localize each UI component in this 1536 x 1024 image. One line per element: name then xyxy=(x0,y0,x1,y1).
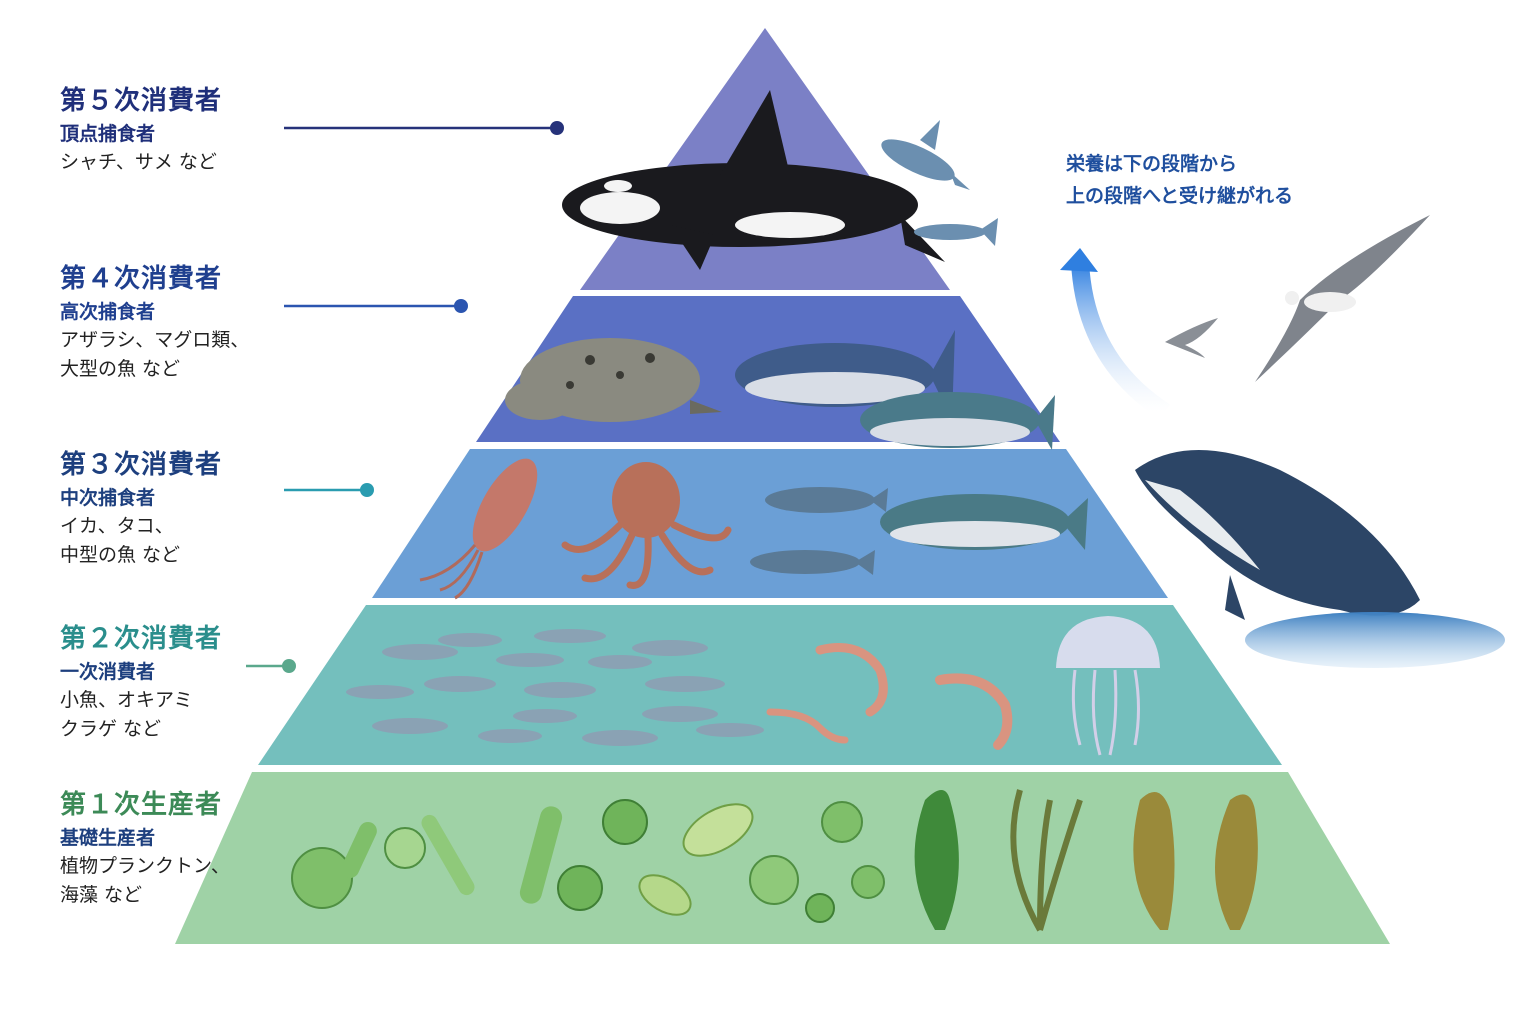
small-fish-icon xyxy=(642,706,718,722)
phytoplankton-icon xyxy=(602,799,648,845)
small-fish-icon xyxy=(478,729,542,743)
small-fish-icon xyxy=(534,629,606,643)
small-fish-icon xyxy=(372,718,448,734)
level-2-examples: 小魚、オキアミ クラゲ など xyxy=(60,689,193,740)
krill-icon xyxy=(935,673,1013,750)
level-3-title: 第３次消費者 xyxy=(60,450,223,480)
small-fish-school xyxy=(346,629,764,746)
phytoplankton-icon xyxy=(421,814,475,896)
seabird-icon xyxy=(1255,215,1430,382)
small-fish-icon xyxy=(588,655,652,669)
phytoplankton-icon xyxy=(519,806,563,904)
level-4-examples: アザラシ、マグロ類、 大型の魚 など xyxy=(60,329,250,380)
phytoplankton-icon xyxy=(384,827,426,869)
mackerel-icon xyxy=(750,550,875,575)
krill-icon xyxy=(766,708,849,744)
tuna-icon xyxy=(860,392,1055,450)
tier-2 xyxy=(258,605,1282,765)
phytoplankton-icon xyxy=(749,855,799,905)
level-4-role: 高次捕食者 xyxy=(60,301,156,323)
small-fish-icon xyxy=(513,709,577,723)
shark-icon xyxy=(914,218,998,246)
squid-icon xyxy=(419,458,538,600)
level-2-title: 第２次消費者 xyxy=(60,624,223,654)
small-fish-icon xyxy=(696,723,764,737)
seaweed-icon xyxy=(914,790,959,930)
arrow-up-icon xyxy=(1060,248,1170,420)
level-5-label: 第５次消費者 頂点捕食者 シャチ、サメ など xyxy=(60,84,222,177)
seaweed-icon xyxy=(1010,789,1083,932)
nutrient-flow-note: 栄養は下の段階から 上の段階へと受け継がれる xyxy=(1066,153,1294,207)
mackerel-icon xyxy=(880,494,1088,550)
small-fish-icon xyxy=(496,653,564,667)
level-4-title: 第４次消費者 xyxy=(60,264,223,294)
phytoplankton-icon xyxy=(291,847,353,909)
level-3-role: 中次捕食者 xyxy=(60,487,156,509)
level-3-examples: イカ、タコ、 中型の魚 など xyxy=(60,515,181,566)
phytoplankton-icon xyxy=(851,865,885,899)
level-3-label: 第３次消費者 中次捕食者 イカ、タコ、 中型の魚 など xyxy=(60,448,222,570)
small-fish-icon xyxy=(346,685,414,699)
seal-icon xyxy=(505,338,722,422)
octopus-icon xyxy=(561,462,732,589)
small-fish-icon xyxy=(524,682,596,698)
small-fish-icon xyxy=(632,640,708,656)
humpback-whale-icon xyxy=(1135,450,1420,620)
tuna-icon xyxy=(735,330,955,420)
small-fish-icon xyxy=(424,676,496,692)
level-5-examples: シャチ、サメ など xyxy=(60,151,217,173)
level-2-label: 第２次消費者 一次消費者 小魚、オキアミ クラゲ など xyxy=(60,622,222,744)
small-fish-icon xyxy=(382,644,458,660)
phytoplankton-cluster xyxy=(291,799,885,923)
level-1-label: 第１次生産者 基礎生産者 植物プランクトン、 海藻 など xyxy=(60,788,230,910)
tier-3 xyxy=(372,449,1168,598)
phytoplankton-icon xyxy=(821,801,863,843)
phytoplankton-icon xyxy=(341,821,377,879)
small-fish-icon xyxy=(645,676,725,692)
level-1-role: 基礎生産者 xyxy=(60,827,156,849)
small-fish-icon xyxy=(438,633,502,647)
small-fish-icon xyxy=(582,730,658,746)
shark-icon xyxy=(881,120,970,190)
phytoplankton-icon xyxy=(805,893,835,923)
level-1-title: 第１次生産者 xyxy=(60,790,223,820)
jellyfish-icon xyxy=(1056,616,1160,756)
water-splash xyxy=(1245,612,1505,668)
level-4-label: 第４次消費者 高次捕食者 アザラシ、マグロ類、 大型の魚 など xyxy=(60,262,249,384)
krill-icon xyxy=(815,643,888,717)
mackerel-icon xyxy=(765,487,888,513)
orca-icon xyxy=(562,90,945,270)
phytoplankton-icon xyxy=(638,874,692,916)
phytoplankton-icon xyxy=(557,865,603,911)
level-2-role: 一次消費者 xyxy=(60,661,156,683)
level-1-examples: 植物プランクトン、 海藻 など xyxy=(60,855,230,906)
seaweed-icon xyxy=(1133,792,1258,930)
seabird-icon xyxy=(1165,318,1218,358)
level-5-role: 頂点捕食者 xyxy=(60,123,156,145)
level-5-title: 第５次消費者 xyxy=(60,86,223,116)
phytoplankton-icon xyxy=(682,803,754,857)
